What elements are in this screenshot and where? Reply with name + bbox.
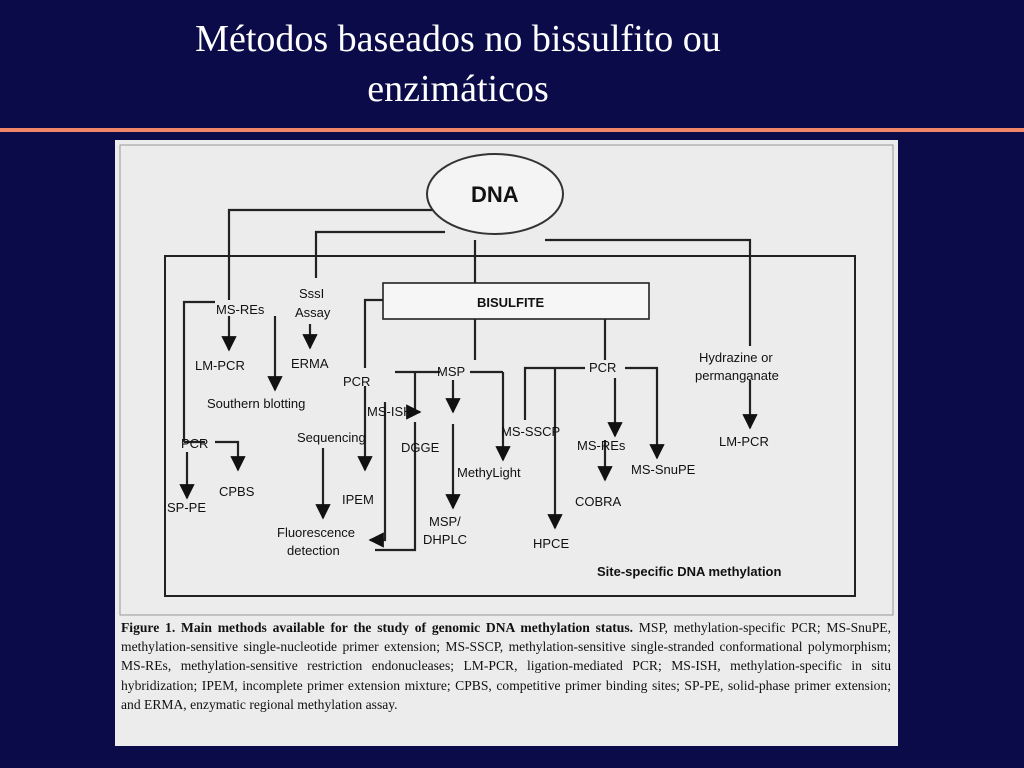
ms-ish-label: MS-ISH bbox=[367, 404, 413, 419]
hydrazine-label-line-2: permanganate bbox=[695, 368, 779, 383]
dna-node bbox=[426, 153, 564, 235]
ssei-label-line-2: Assay bbox=[295, 305, 331, 320]
slide-title: Métodos baseados no bissulfito ou enzimá… bbox=[0, 14, 916, 114]
erma-label: ERMA bbox=[291, 356, 329, 371]
ms-sscp-label: MS-SSCP bbox=[501, 424, 560, 439]
hydrazine-label-line-1: Hydrazine or bbox=[699, 350, 773, 365]
pcr-mid-label: PCR bbox=[343, 374, 370, 389]
cobra-label: COBRA bbox=[575, 494, 622, 509]
msp-dhplc-label-line-1: MSP/ bbox=[429, 514, 461, 529]
ms-res-right-label: MS-REs bbox=[577, 438, 626, 453]
pcr-right-label: PCR bbox=[589, 360, 616, 375]
bisulfite-node bbox=[382, 282, 650, 320]
pcr-left-label: PCR bbox=[181, 436, 208, 451]
connector-lines bbox=[179, 208, 758, 552]
msp-dhplc-label-line-2: DHPLC bbox=[423, 532, 467, 547]
ms-snupe-label: MS-SnuPE bbox=[631, 462, 696, 477]
lm-pcr-right-label: LM-PCR bbox=[719, 434, 769, 449]
methylight-label: MethyLight bbox=[457, 465, 521, 480]
fluorescence-label-line-1: Fluorescence bbox=[277, 525, 355, 540]
fluorescence-label-line-2: detection bbox=[287, 543, 340, 558]
southern-blotting-label: Southern blotting bbox=[207, 396, 305, 411]
slide-title-line-1: Métodos baseados no bissulfito ou bbox=[195, 18, 721, 60]
title-divider bbox=[0, 128, 1024, 132]
bisulfite-label: BISULFITE bbox=[477, 295, 544, 310]
figure-border bbox=[119, 144, 894, 616]
site-specific-label: Site-specific DNA methylation bbox=[597, 564, 782, 579]
site-specific-frame bbox=[164, 255, 856, 597]
msp-label: MSP bbox=[437, 364, 465, 379]
dna-label: DNA bbox=[471, 182, 519, 207]
ssei-label-line-1: SssI bbox=[299, 286, 324, 301]
sp-pe-label: SP-PE bbox=[167, 500, 206, 515]
figure-caption: Figure 1. Main methods available for the… bbox=[121, 618, 891, 714]
sequencing-label: Sequencing bbox=[297, 430, 366, 445]
hpce-label: HPCE bbox=[533, 536, 569, 551]
cpbs-label: CPBS bbox=[219, 484, 255, 499]
lm-pcr-left-label: LM-PCR bbox=[195, 358, 245, 373]
dgge-label: DGGE bbox=[401, 440, 440, 455]
ipem-label: IPEM bbox=[342, 492, 374, 507]
figure-panel: DNA BISULFITE MS-REs SssI Assay LM-PCR E… bbox=[115, 140, 898, 746]
slide-title-line-2: enzimáticos bbox=[367, 68, 549, 110]
caption-text: MSP, methylation-specific PCR; MS-SnuPE,… bbox=[121, 620, 891, 712]
ms-res-top-label: MS-REs bbox=[216, 302, 265, 317]
methods-diagram: DNA BISULFITE MS-REs SssI Assay LM-PCR E… bbox=[119, 144, 894, 616]
caption-bold: Figure 1. Main methods available for the… bbox=[121, 620, 634, 635]
